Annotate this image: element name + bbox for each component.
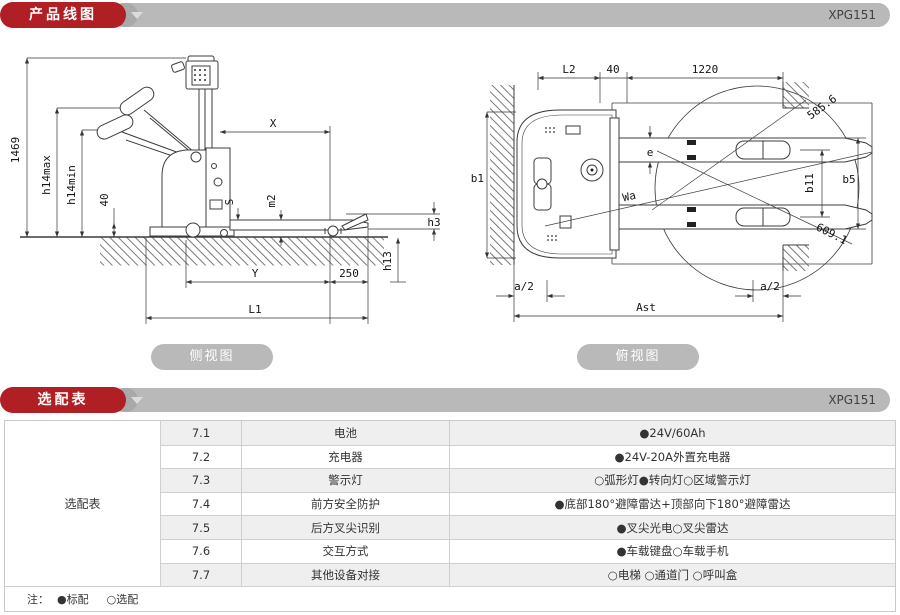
- dim-label-b5: b5: [842, 173, 855, 186]
- table-cell-item: 充电器: [241, 444, 449, 469]
- tiller-pivot: [190, 151, 202, 163]
- model-code: XPG151: [828, 8, 876, 22]
- top-view-drawing: L2 40 1220 585.6 b1 e Wa b11 b5 609.1 a/…: [471, 63, 873, 322]
- dim-label-40: 40: [98, 193, 111, 206]
- load-wheel: [327, 225, 339, 237]
- caster-wheel: [220, 229, 228, 237]
- drive-wheel: [185, 222, 201, 238]
- legend-prefix: 注：: [27, 593, 49, 607]
- table-cell-value: ○弧形灯●转向灯○区域警示灯: [449, 468, 895, 492]
- dim-label-ast: Ast: [636, 301, 656, 314]
- table-cell-no: 7.6: [161, 538, 241, 563]
- legend-standard: ●标配: [57, 593, 89, 607]
- dim-label-40-top: 40: [606, 63, 619, 76]
- dim-label-h14min: h14min: [65, 165, 78, 205]
- table-cell-value: ●24V/60Ah: [449, 421, 895, 445]
- dim-label-1469: 1469: [9, 137, 22, 164]
- model-code: XPG151: [828, 393, 876, 407]
- table-group-cell: 选配表: [5, 421, 161, 587]
- options-table-grid: 选配表 7.1 电池 ●24V/60Ah 7.2 充电器 ●24V-20A外置充…: [5, 421, 895, 587]
- dim-label-a2-right: a/2: [760, 280, 780, 293]
- table-cell-value: ○电梯 ○通道门 ○呼叫盒: [449, 562, 895, 587]
- table-cell-no: 7.7: [161, 562, 241, 587]
- ground-hatch: [100, 237, 384, 266]
- table-cell-no: 7.4: [161, 491, 241, 516]
- tiller-handle-max: [119, 86, 155, 116]
- dim-label-b11: b11: [803, 173, 816, 193]
- dim-label-h13: h13: [381, 251, 394, 271]
- dim-label-585: 585.6: [805, 92, 839, 122]
- table-legend: 注： ●标配 ○选配: [5, 586, 895, 611]
- section-header-line-drawing: 产品线图 XPG151: [0, 2, 900, 28]
- dim-label-m2: m2: [265, 194, 278, 207]
- table-cell-no: 7.2: [161, 444, 241, 469]
- dim-label-e: e: [647, 146, 654, 159]
- table-cell-no: 7.1: [161, 421, 241, 445]
- top-dimensions: [484, 72, 866, 322]
- dim-label-l2: L2: [562, 63, 575, 76]
- table-cell-value: ●叉尖光电○叉尖雷达: [449, 515, 895, 539]
- technical-drawing: 1469 h14max h14min 40 X S m2 h3 h13 Y 25…: [9, 55, 873, 324]
- dim-label-1220: 1220: [692, 63, 719, 76]
- turning-circle: [654, 85, 860, 291]
- pallet-truck-side: [96, 55, 369, 238]
- dim-label-x: X: [270, 117, 277, 130]
- section-title-pill: 产品线图: [0, 2, 126, 28]
- top-view-label: 俯视图: [615, 349, 661, 364]
- side-view-drawing: 1469 h14max h14min 40 X S m2 h3 h13 Y 25…: [9, 55, 444, 324]
- table-cell-no: 7.3: [161, 468, 241, 492]
- radius-lines: [544, 99, 873, 245]
- table-cell-item: 其他设备对接: [241, 562, 449, 587]
- walls: [490, 82, 809, 271]
- table-cell-value: ●24V-20A外置充电器: [449, 444, 895, 469]
- fork-sensors: [687, 140, 696, 227]
- pillar-top-right: [783, 82, 809, 108]
- tiller-handle-min: [96, 114, 134, 140]
- fork-tip-wedge: [341, 213, 369, 231]
- table-cell-item: 警示灯: [241, 468, 449, 492]
- dim-label-250: 250: [339, 267, 359, 280]
- pallet-truck-top: [516, 109, 620, 259]
- chevron-down-icon: [131, 397, 143, 404]
- header-bar: [112, 3, 890, 27]
- side-view-label-pill: 侧视图: [151, 344, 273, 370]
- table-cell-item: 后方叉尖识别: [241, 515, 449, 539]
- side-view-label: 侧视图: [189, 349, 235, 364]
- antenna: [171, 61, 185, 73]
- table-cell-value: ●底部180°避障雷达+顶部向下180°避障雷达: [449, 491, 895, 516]
- side-dimensions: [24, 57, 440, 324]
- section-title: 选配表: [37, 392, 89, 408]
- dim-label-s: S: [223, 199, 236, 206]
- header-bar: [112, 388, 890, 412]
- vent-dots: [545, 127, 557, 241]
- dim-label-l1: L1: [248, 303, 261, 316]
- table-cell-item: 前方安全防护: [241, 491, 449, 516]
- options-table: 选配表 7.1 电池 ●24V/60Ah 7.2 充电器 ●24V-20A外置充…: [4, 420, 896, 613]
- table-cell-value: ●车载键盘○车载手机: [449, 538, 895, 563]
- table-cell-no: 7.5: [161, 515, 241, 539]
- left-wall-hatch: [490, 85, 514, 265]
- chevron-down-icon: [131, 12, 143, 19]
- table-cell-item: 交互方式: [241, 538, 449, 563]
- dim-label-h3: h3: [427, 216, 440, 229]
- dim-label-y: Y: [252, 267, 259, 280]
- table-cell-item: 电池: [241, 421, 449, 445]
- dim-label-h14max: h14max: [40, 155, 53, 195]
- side-dimension-labels: 1469 h14max h14min 40 X S m2 h3 h13 Y 25…: [9, 117, 444, 316]
- section-header-options: 选配表 XPG151: [0, 387, 900, 413]
- dim-label-b1: b1: [471, 172, 484, 185]
- dim-label-wa: Wa: [621, 189, 637, 205]
- section-title-pill: 选配表: [0, 387, 126, 413]
- top-view-label-pill: 俯视图: [577, 344, 699, 370]
- section-title: 产品线图: [29, 7, 97, 23]
- dim-label-a2-left: a/2: [514, 280, 534, 293]
- pillar-bottom-right: [783, 245, 809, 271]
- legend-optional: ○选配: [106, 593, 139, 607]
